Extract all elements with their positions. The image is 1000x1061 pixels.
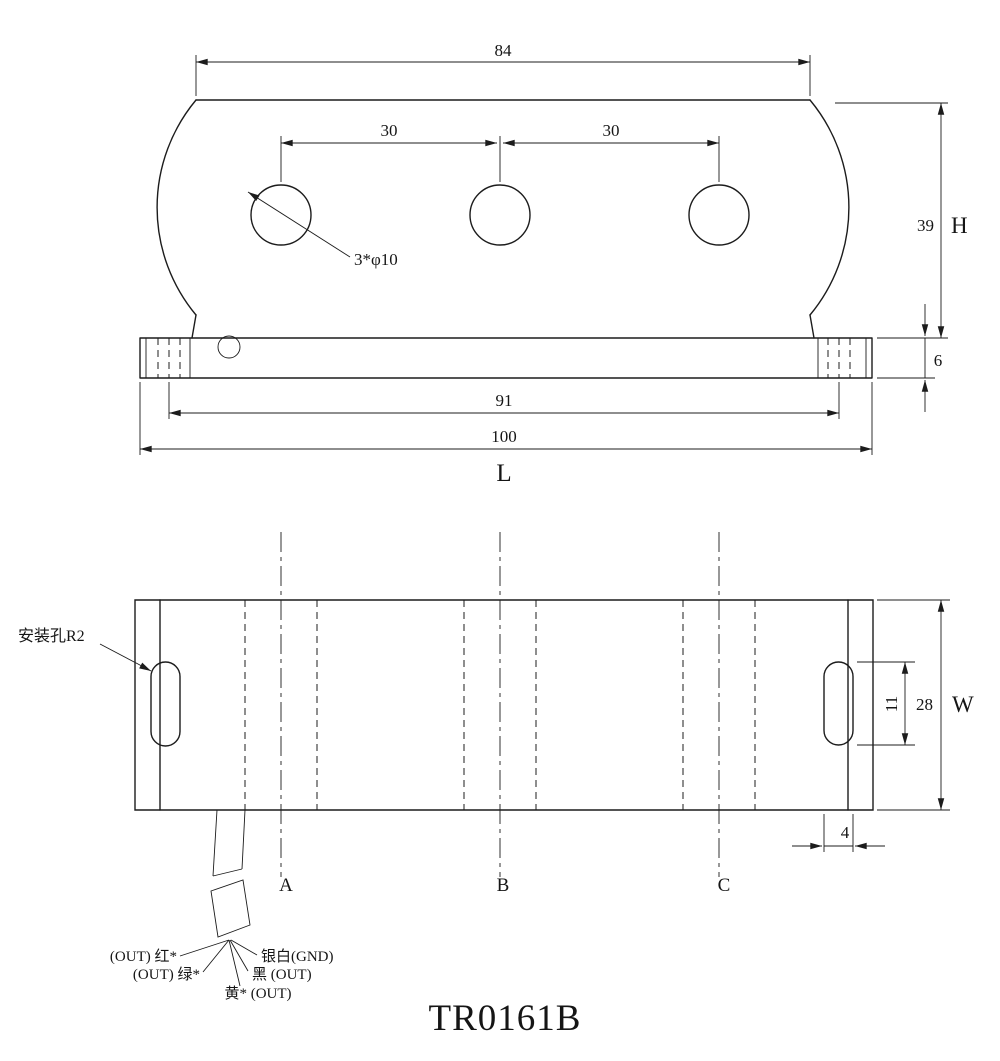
dim-base-6: 6: [877, 304, 942, 412]
front-view: 84 30 30 3*φ10 39 H 6: [139, 41, 968, 487]
section-label-a: A: [279, 875, 293, 896]
dim-slot-length-11: 11: [857, 661, 915, 746]
wire-label-red: (OUT) 红*: [110, 948, 177, 965]
wire-label-yellow: 黄* (OUT): [224, 985, 291, 1002]
dim-6-text: 6: [934, 351, 943, 370]
dim-width-28: 28 W: [877, 599, 974, 811]
dim-overall-length-100: 100 L: [139, 382, 873, 487]
wire-labels: (OUT) 红* (OUT) 绿* 黄* (OUT) 银白(GND) 黑 (OU…: [110, 948, 334, 1002]
wire-label-silver: 银白(GND): [261, 948, 334, 965]
dim-11-text: 11: [882, 696, 901, 712]
mounting-hole-callout: 安装孔R2: [18, 627, 152, 672]
width-symbol: W: [952, 692, 974, 717]
dim-30-left-text: 30: [381, 121, 398, 140]
section-label-b: B: [497, 875, 510, 896]
hole-callout: 3*φ10: [247, 191, 398, 269]
wire-label-green: (OUT) 绿*: [133, 966, 200, 983]
dim-91-text: 91: [496, 391, 513, 410]
dim-28-text: 28: [916, 695, 933, 714]
front-view-body-outline: [139, 99, 873, 379]
wire-label-black: 黑 (OUT): [252, 967, 312, 983]
drawing-number: TR0161B: [429, 998, 582, 1039]
length-symbol: L: [496, 460, 511, 487]
output-cable: [179, 809, 258, 987]
plan-view-outline: [134, 599, 874, 811]
small-pilot-hole: [217, 335, 241, 359]
mounting-hole-label: 安装孔R2: [18, 627, 85, 645]
plan-view: 安装孔R2 11 28 W 4 A B C: [18, 532, 974, 1002]
mounting-slot-left: [150, 661, 181, 747]
right-foot: [817, 338, 867, 378]
hole-right: [688, 184, 750, 246]
section-label-c: C: [718, 875, 731, 896]
dim-30-right-text: 30: [603, 121, 620, 140]
height-symbol: H: [951, 213, 968, 238]
dim-top-width-84: 84: [195, 41, 811, 96]
dim-hole-spacing: 30 30: [280, 121, 720, 182]
dim-39-text: 39: [917, 216, 934, 235]
mounting-slot-right: [823, 661, 854, 746]
center-lines: [280, 532, 720, 877]
hole-callout-text: 3*φ10: [354, 250, 398, 269]
dim-84-text: 84: [495, 41, 513, 60]
hole-center: [469, 184, 531, 246]
left-foot: [145, 338, 191, 378]
dim-slot-width-4: 4: [792, 814, 885, 852]
dim-inner-length-91: 91: [168, 382, 840, 419]
hole-left: [250, 184, 312, 246]
dim-100-text: 100: [491, 427, 517, 446]
dim-4-text: 4: [841, 823, 850, 842]
dim-height-39: 39 H: [835, 102, 968, 339]
